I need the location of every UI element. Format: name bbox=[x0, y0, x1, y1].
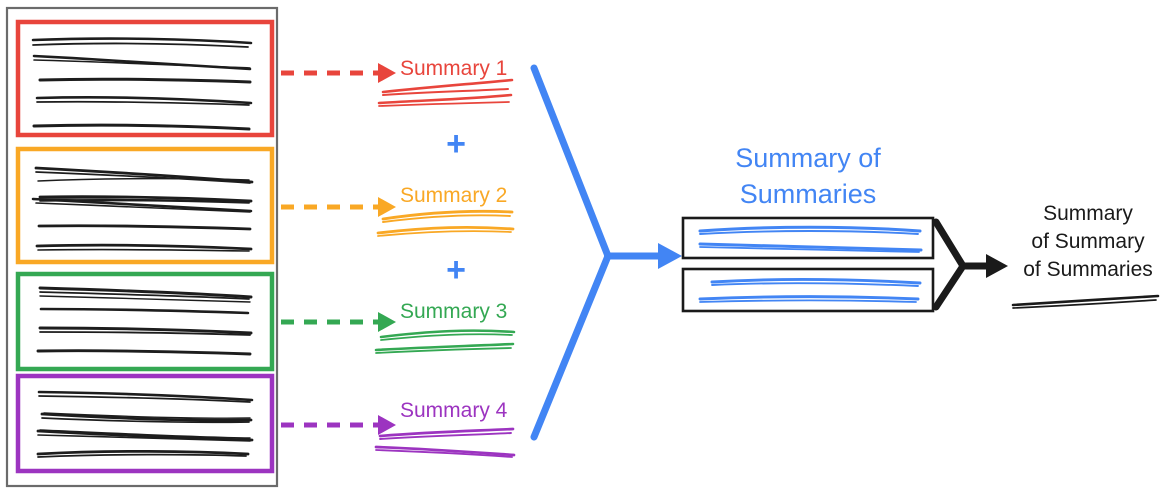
dashed-arrow-red bbox=[281, 63, 396, 83]
summary-squiggle-orange bbox=[376, 209, 515, 237]
summary-label-4: Summary 4 bbox=[400, 399, 508, 422]
chunk-text-lines-red bbox=[31, 37, 253, 131]
final-summary-squiggle bbox=[1011, 294, 1160, 309]
final-summary-line-2: of Summary bbox=[1031, 230, 1145, 253]
chunk-text-lines-purple bbox=[36, 390, 254, 458]
black-merge-arrow bbox=[932, 218, 1008, 311]
dashed-arrow-purple bbox=[281, 415, 396, 435]
chunk-group-orange[interactable] bbox=[15, 146, 275, 265]
summary-label-3: Summary 3 bbox=[400, 300, 507, 323]
chunk-group-purple[interactable] bbox=[15, 373, 275, 474]
plus-sign-1: + bbox=[446, 125, 466, 163]
summary-of-summaries-title-line2: Summaries bbox=[740, 179, 877, 209]
dashed-arrow-orange bbox=[281, 197, 396, 217]
blue-merge-arrow bbox=[530, 64, 682, 441]
dashed-arrow-green bbox=[281, 312, 396, 332]
final-summary-line-3: of Summaries bbox=[1023, 258, 1153, 281]
summary-label-1: Summary 1 bbox=[400, 57, 507, 80]
final-summary-line-1: Summary bbox=[1043, 202, 1133, 225]
summary-squiggle-red bbox=[377, 78, 514, 107]
sos-box-1-squiggles bbox=[698, 225, 923, 253]
sos-box-2-group[interactable] bbox=[681, 267, 935, 313]
sos-box-1-group[interactable] bbox=[681, 216, 935, 260]
summary-squiggle-purple bbox=[374, 427, 516, 458]
chunk-group-red[interactable] bbox=[15, 19, 275, 138]
chunk-group-green[interactable] bbox=[15, 271, 275, 372]
summary-squiggle-green bbox=[374, 329, 516, 354]
sos-box-2-squiggles bbox=[698, 278, 922, 303]
chunk-text-lines-orange bbox=[31, 166, 254, 252]
chunk-text-lines-green bbox=[36, 286, 253, 356]
summary-of-summaries-title-line1: Summary of bbox=[735, 143, 881, 173]
summary-label-2: Summary 2 bbox=[400, 184, 507, 207]
sos-box-2[interactable] bbox=[681, 267, 935, 313]
plus-sign-2: + bbox=[446, 251, 466, 289]
